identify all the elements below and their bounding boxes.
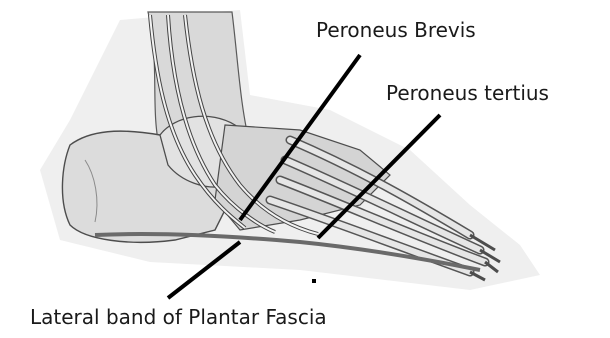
label-lateral-band-plantar-fascia: Lateral band of Plantar Fascia	[30, 307, 327, 327]
artifact-dot	[312, 279, 316, 283]
label-peroneus-brevis: Peroneus Brevis	[316, 20, 476, 40]
label-peroneus-tertius: Peroneus tertius	[386, 83, 549, 103]
